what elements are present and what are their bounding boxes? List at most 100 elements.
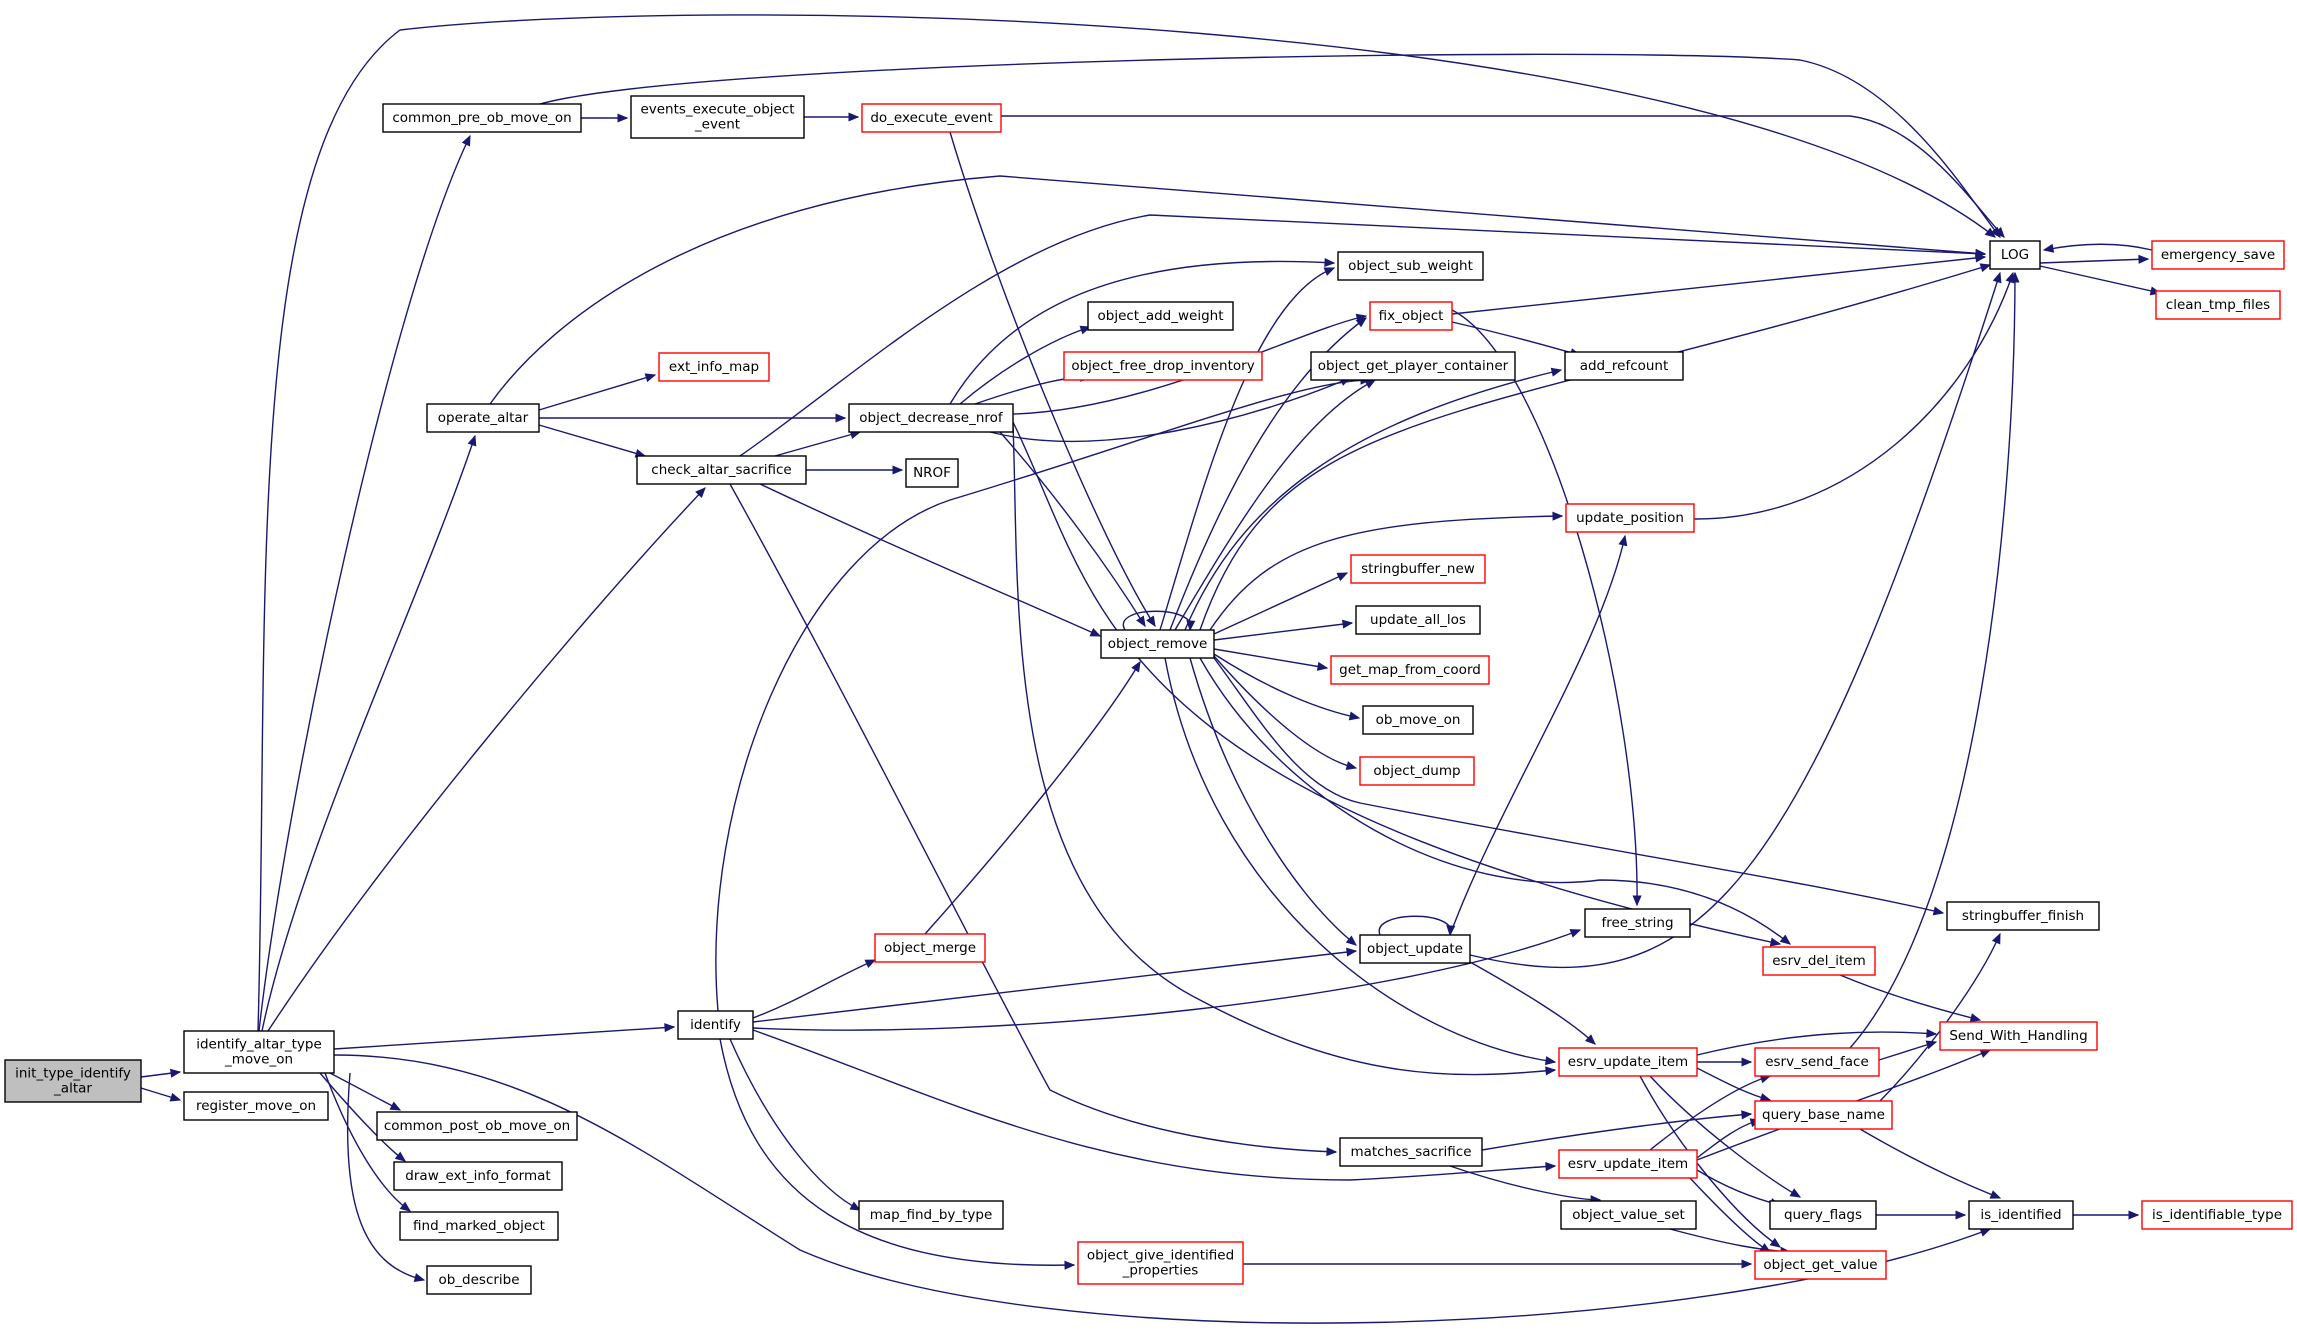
node-box[interactable] <box>1339 1137 1483 1167</box>
node-update-all-los[interactable]: update_all_los <box>1355 605 1481 635</box>
node-esrv-update-item-2[interactable]: esrv_update_item <box>1558 1149 1698 1179</box>
node-box[interactable] <box>2151 240 2285 270</box>
node-ob-describe[interactable]: ob_describe <box>426 1265 532 1295</box>
node-object-get-value[interactable]: object_get_value <box>1754 1250 1887 1280</box>
node-find-marked-object[interactable]: find_marked_object <box>399 1211 559 1241</box>
node-add-refcount[interactable]: add_refcount <box>1564 351 1684 381</box>
node-operate-altar[interactable]: operate_altar <box>426 403 540 433</box>
node-object-value-set[interactable]: object_value_set <box>1560 1200 1697 1230</box>
node-box[interactable] <box>1350 554 1486 584</box>
node-box[interactable] <box>1063 351 1263 381</box>
node-box[interactable] <box>1564 351 1684 381</box>
node-init-type[interactable]: init_type_identify_altar <box>4 1059 142 1103</box>
node-box[interactable] <box>183 1030 335 1074</box>
node-box[interactable] <box>1968 1200 2074 1230</box>
node-box[interactable] <box>1337 251 1484 281</box>
node-register-move-on[interactable]: register_move_on <box>183 1091 329 1121</box>
node-box[interactable] <box>1369 301 1453 331</box>
node-get-map-from-coord[interactable]: get_map_from_coord <box>1330 655 1490 685</box>
node-identify-altar[interactable]: identify_altar_type_move_on <box>183 1030 335 1074</box>
node-stringbuffer-new[interactable]: stringbuffer_new <box>1350 554 1486 584</box>
node-esrv-del-item[interactable]: esrv_del_item <box>1762 946 1876 976</box>
node-object-dump[interactable]: object_dump <box>1359 756 1475 786</box>
node-clean-tmp-files[interactable]: clean_tmp_files <box>2155 290 2281 320</box>
node-stringbuffer-finish[interactable]: stringbuffer_finish <box>1946 901 2100 931</box>
node-box[interactable] <box>2155 290 2281 320</box>
node-box[interactable] <box>858 1200 1004 1230</box>
node-ob-move-on[interactable]: ob_move_on <box>1362 705 1474 735</box>
node-box[interactable] <box>905 458 959 488</box>
node-box[interactable] <box>399 1211 559 1241</box>
node-object-sub-weight[interactable]: object_sub_weight <box>1337 251 1484 281</box>
node-object-decrease-nrof[interactable]: object_decrease_nrof <box>848 403 1014 433</box>
node-box[interactable] <box>1359 934 1471 964</box>
node-box[interactable] <box>4 1059 142 1103</box>
node-box[interactable] <box>1558 1149 1698 1179</box>
node-box[interactable] <box>1946 901 2100 931</box>
node-query-base-name[interactable]: query_base_name <box>1754 1100 1893 1130</box>
node-object-add-weight[interactable]: object_add_weight <box>1087 301 1234 331</box>
node-Send-With-Handling[interactable]: Send_With_Handling <box>1939 1021 2098 1051</box>
node-update-position[interactable]: update_position <box>1565 503 1695 533</box>
node-events-exec[interactable]: events_execute_object_event <box>630 95 805 139</box>
node-box[interactable] <box>677 1010 754 1040</box>
node-box[interactable] <box>1310 351 1516 381</box>
node-box[interactable] <box>1087 301 1234 331</box>
node-LOG[interactable]: LOG <box>1989 240 2041 270</box>
node-box[interactable] <box>1565 503 1695 533</box>
node-free-string[interactable]: free_string <box>1584 908 1691 938</box>
node-box[interactable] <box>393 1161 563 1191</box>
node-box[interactable] <box>636 455 807 485</box>
node-box[interactable] <box>1754 1250 1887 1280</box>
node-object-give-identified[interactable]: object_give_identified_properties <box>1077 1241 1244 1285</box>
node-box[interactable] <box>2141 1200 2293 1230</box>
node-box[interactable] <box>1560 1200 1697 1230</box>
node-box[interactable] <box>1362 705 1474 735</box>
node-box[interactable] <box>658 352 770 382</box>
node-object-remove[interactable]: object_remove <box>1100 629 1215 659</box>
node-identify[interactable]: identify <box>677 1010 754 1040</box>
node-ext-info-map[interactable]: ext_info_map <box>658 352 770 382</box>
node-box[interactable] <box>1359 756 1475 786</box>
node-box[interactable] <box>874 933 986 963</box>
node-box[interactable] <box>848 403 1014 433</box>
node-box[interactable] <box>426 1265 532 1295</box>
node-box[interactable] <box>183 1091 329 1121</box>
node-box[interactable] <box>1584 908 1691 938</box>
node-do-execute-event[interactable]: do_execute_event <box>861 103 1002 133</box>
node-common-post[interactable]: common_post_ob_move_on <box>376 1111 578 1141</box>
node-box[interactable] <box>1754 1100 1893 1130</box>
node-object-free-drop[interactable]: object_free_drop_inventory <box>1063 351 1263 381</box>
node-NROF[interactable]: NROF <box>905 458 959 488</box>
node-box[interactable] <box>1100 629 1215 659</box>
node-esrv-update-item-1[interactable]: esrv_update_item <box>1558 1047 1698 1077</box>
node-is-identified[interactable]: is_identified <box>1968 1200 2074 1230</box>
node-fix-object[interactable]: fix_object <box>1369 301 1453 331</box>
node-check-altar[interactable]: check_altar_sacrifice <box>636 455 807 485</box>
node-matches-sacrifice[interactable]: matches_sacrifice <box>1339 1137 1483 1167</box>
node-box[interactable] <box>1355 605 1481 635</box>
node-esrv-send-face[interactable]: esrv_send_face <box>1754 1047 1880 1077</box>
node-object-get-player-container[interactable]: object_get_player_container <box>1310 351 1516 381</box>
node-box[interactable] <box>382 103 582 133</box>
node-box[interactable] <box>1939 1021 2098 1051</box>
node-box[interactable] <box>1077 1241 1244 1285</box>
node-box[interactable] <box>630 95 805 139</box>
node-object-update[interactable]: object_update <box>1359 934 1471 964</box>
node-box[interactable] <box>1330 655 1490 685</box>
node-is-identifiable-type[interactable]: is_identifiable_type <box>2141 1200 2293 1230</box>
node-box[interactable] <box>376 1111 578 1141</box>
node-object-merge[interactable]: object_merge <box>874 933 986 963</box>
node-box[interactable] <box>1769 1200 1877 1230</box>
node-box[interactable] <box>426 403 540 433</box>
node-common-pre[interactable]: common_pre_ob_move_on <box>382 103 582 133</box>
node-box[interactable] <box>1754 1047 1880 1077</box>
node-box[interactable] <box>861 103 1002 133</box>
node-draw-ext-info-format[interactable]: draw_ext_info_format <box>393 1161 563 1191</box>
node-query-flags[interactable]: query_flags <box>1769 1200 1877 1230</box>
node-map-find-by-type[interactable]: map_find_by_type <box>858 1200 1004 1230</box>
node-box[interactable] <box>1558 1047 1698 1077</box>
node-box[interactable] <box>1989 240 2041 270</box>
node-emergency-save[interactable]: emergency_save <box>2151 240 2285 270</box>
node-box[interactable] <box>1762 946 1876 976</box>
